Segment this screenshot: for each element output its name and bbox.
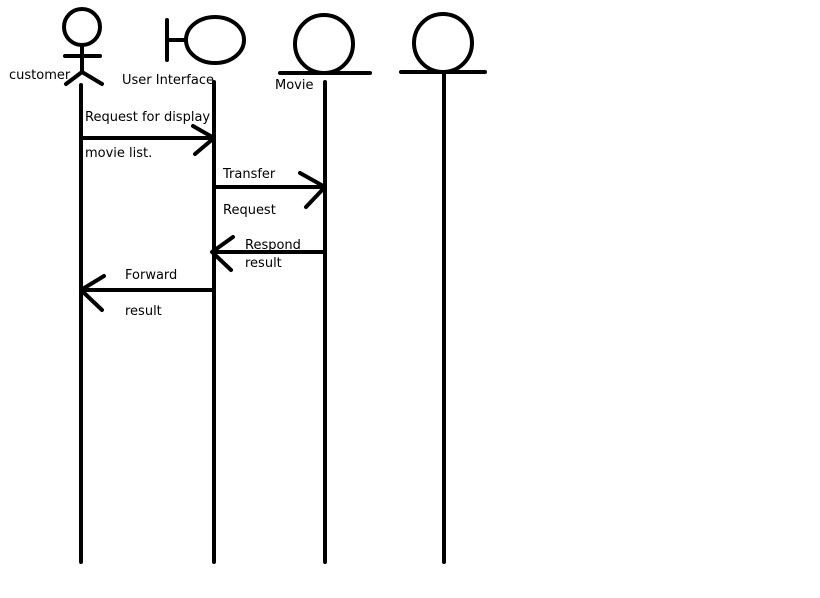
- message-arrow-head: [79, 274, 106, 312]
- boundary-circle: [184, 15, 246, 65]
- message-label-bottom: movie list.: [85, 146, 152, 161]
- message-arrow-head: [210, 235, 235, 272]
- message-label-top: Transfer: [222, 167, 276, 182]
- message-label-top: Request for display: [85, 110, 210, 125]
- boundary-user-interface: [165, 15, 246, 65]
- message-label-top: Respond: [245, 238, 301, 253]
- message-label-top: Forward: [125, 268, 177, 283]
- entity-circle: [412, 12, 474, 74]
- message-respond-result: [210, 235, 327, 272]
- message-arrow-head: [191, 124, 216, 156]
- participant-label-customer: customer: [9, 68, 71, 83]
- actor-right-leg: [80, 70, 104, 86]
- entity-circle: [293, 13, 355, 75]
- participant-label-user-interface: User Interface: [122, 73, 214, 88]
- message-label-bottom: result: [245, 256, 282, 271]
- message-label-bottom: Request: [223, 203, 276, 218]
- actor-customer: [62, 7, 104, 86]
- entity-unnamed: [399, 12, 487, 74]
- message-forward-result: [79, 274, 216, 312]
- actor-head: [62, 7, 102, 47]
- actor-left-leg: [64, 70, 84, 86]
- message-label-bottom: result: [125, 304, 162, 319]
- message-transfer-request: [212, 171, 327, 209]
- participant-label-movie: Movie: [275, 78, 313, 93]
- message-arrow-head: [298, 171, 327, 209]
- message-request-display: [79, 124, 216, 156]
- entity-movie: [278, 13, 372, 75]
